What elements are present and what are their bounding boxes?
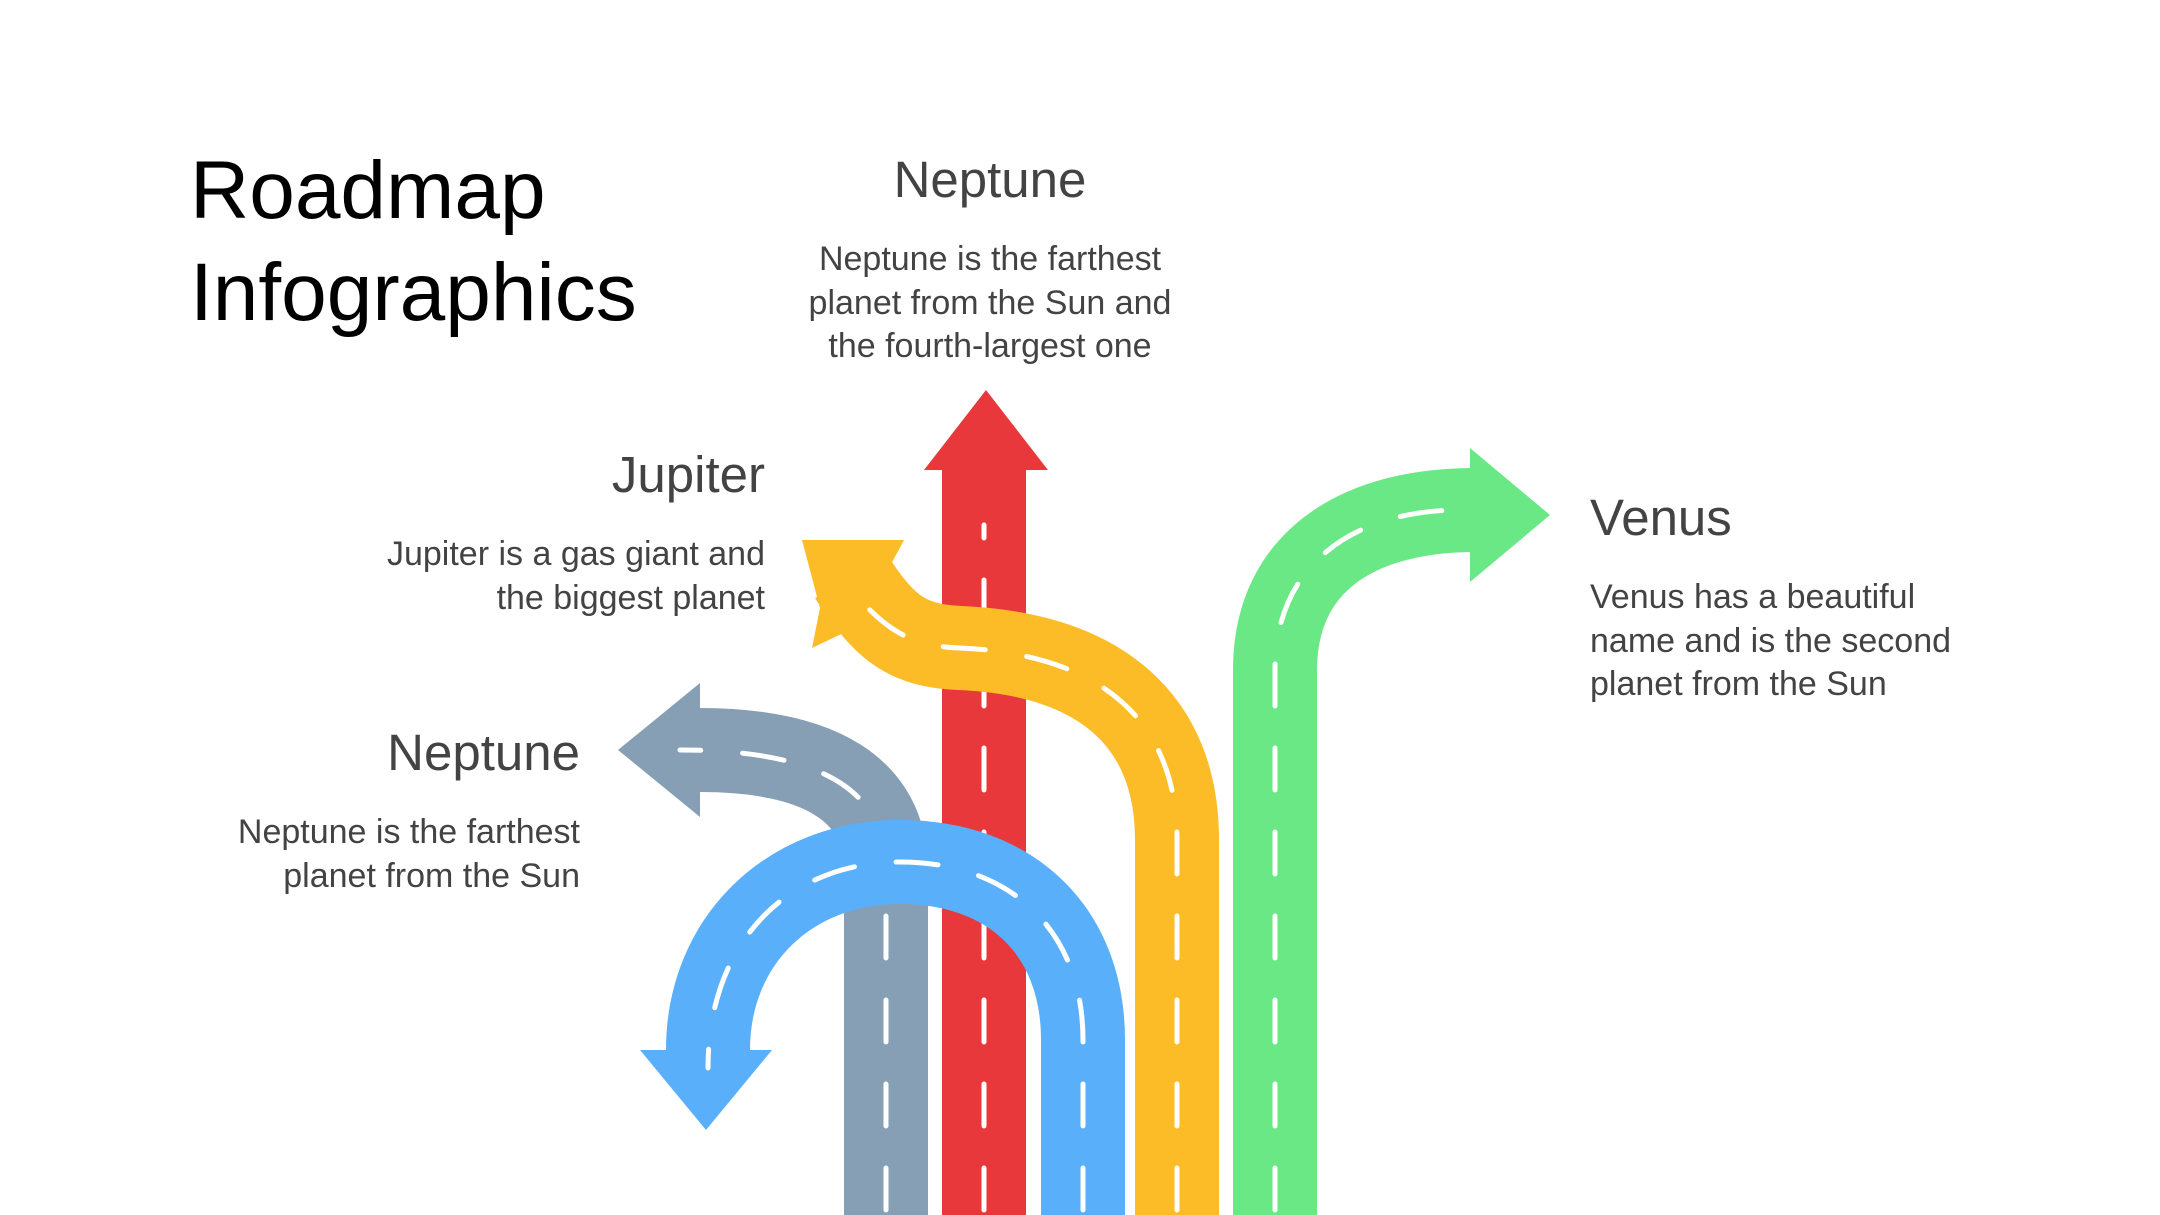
neptune-top-block: Neptune Neptune is the farthest planet f… (770, 150, 1210, 369)
jupiter-line-1: Jupiter is a gas giant and (386, 535, 765, 573)
red-arrowhead (924, 390, 1048, 470)
jupiter-heading: Jupiter (611, 446, 765, 503)
jupiter-line-2: the biggest planet (496, 578, 765, 617)
neptune-top-line-3: the fourth-largest one (828, 327, 1152, 365)
blue-arrowhead (640, 1050, 772, 1130)
jupiter-description: Jupiter is a gas giant and the biggest p… (300, 533, 765, 620)
jupiter-block: Jupiter Jupiter is a gas giant and the b… (300, 445, 765, 620)
green-road-arrow (1233, 448, 1550, 1215)
blue-road-dashes (705, 859, 1086, 1213)
neptune-top-heading: Neptune (893, 151, 1087, 208)
green-arrowhead (1470, 448, 1550, 582)
gray-arrowhead (618, 683, 700, 817)
yellow-arrowhead (802, 540, 904, 648)
green-road (1233, 468, 1476, 1215)
venus-line-2: name and is the second (1590, 621, 1952, 660)
neptune-left-block: Neptune Neptune is the farthest planet f… (160, 723, 580, 898)
venus-block: Venus Venus has a beautiful name and is … (1590, 488, 2090, 707)
title-line-2: Infographics (190, 247, 637, 338)
title-line-1: Roadmap (190, 145, 546, 236)
page-title: Roadmap Infographics (190, 140, 637, 344)
neptune-left-description: Neptune is the farthest planet from the … (160, 811, 580, 898)
venus-description: Venus has a beautiful name and is the se… (1590, 576, 2090, 707)
yellow-road-dashes (849, 589, 1180, 1213)
neptune-left-line-2: planet from the Sun (283, 856, 580, 895)
green-road-dashes (1272, 507, 1463, 1213)
venus-line-3: planet from the Sun (1590, 665, 1887, 703)
neptune-top-description: Neptune is the farthest planet from the … (770, 238, 1210, 369)
venus-heading: Venus (1590, 489, 1732, 546)
red-road-arrow (924, 390, 1048, 1215)
neptune-top-line-1: Neptune is the farthest (818, 240, 1162, 278)
venus-line-1: Venus has a beautiful (1590, 578, 1916, 616)
blue-road-arrow (640, 819, 1125, 1215)
neptune-left-heading: Neptune (387, 724, 580, 781)
yellow-road-arrow (802, 540, 1219, 1215)
neptune-top-line-2: planet from the Sun and (808, 283, 1172, 322)
neptune-left-line-1: Neptune is the farthest (237, 813, 580, 851)
